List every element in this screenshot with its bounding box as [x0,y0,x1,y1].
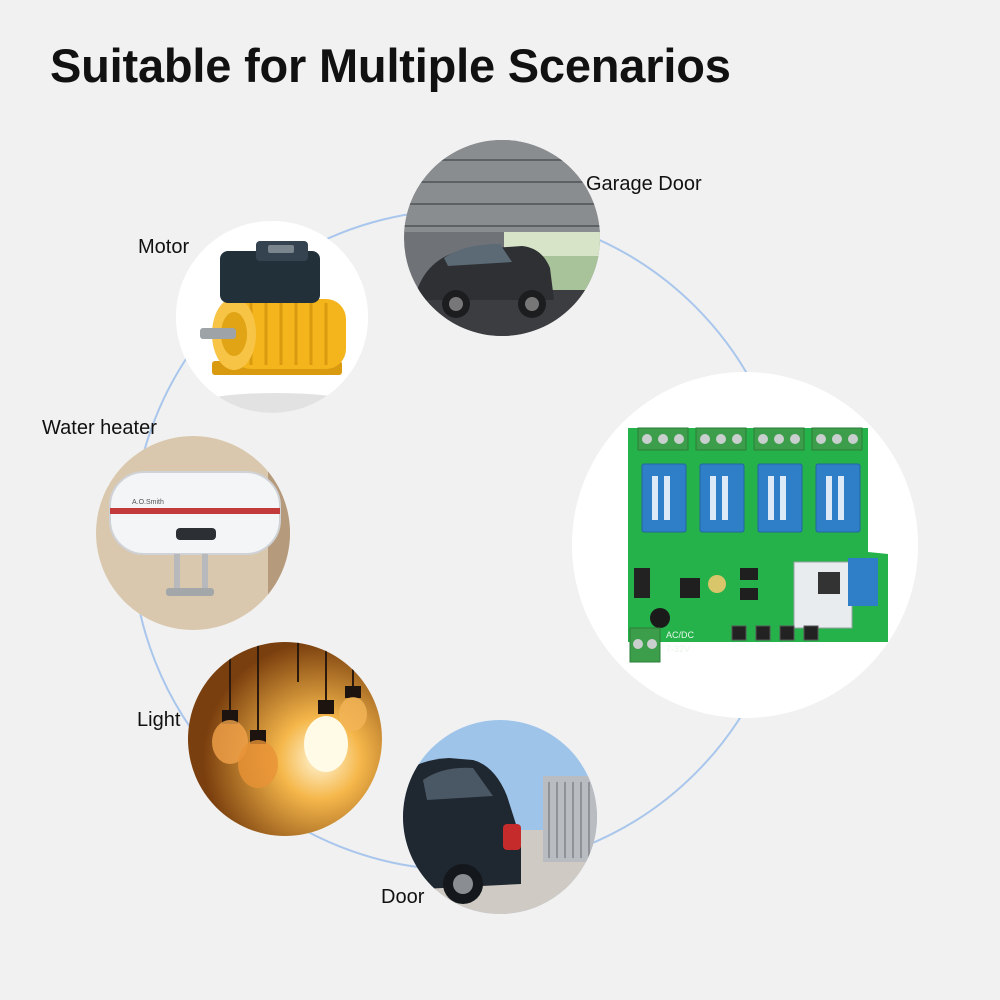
relay-board-bubble: AC/DC 7-32V [572,372,918,718]
motor-bubble [176,221,368,413]
garage-door-label: Garage Door [586,173,702,195]
garage-door-bubble [404,140,600,336]
light-label: Light [137,709,181,731]
light-bulb-icon [188,642,382,836]
water-heater-label: Water heater [42,417,157,439]
svg-text:A.O.Smith: A.O.Smith [132,499,164,506]
light-bubble [188,642,382,836]
door-gate-icon [403,720,597,914]
garage-door-icon [404,140,600,336]
page-title: Suitable for Multiple Scenarios [50,39,731,92]
board-voltage-label: 7-32V [666,644,690,654]
water-heater-bubble: A.O.Smith [96,436,290,630]
relay-board-icon: AC/DC 7-32V [572,372,918,718]
board-acdc-label: AC/DC [666,630,695,640]
motor-icon [176,221,368,413]
motor-label: Motor [138,236,190,258]
door-label: Door [381,886,425,908]
water-heater-icon: A.O.Smith [96,436,290,630]
door-bubble [403,720,597,914]
